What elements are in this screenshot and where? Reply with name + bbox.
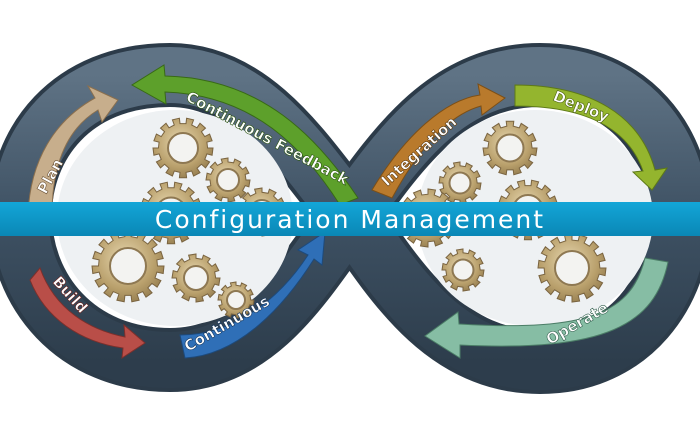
gear-icon bbox=[537, 233, 607, 303]
gear-icon bbox=[441, 248, 485, 292]
gear-icon bbox=[152, 117, 214, 179]
gear-icon bbox=[482, 120, 538, 176]
gear-icon bbox=[438, 161, 482, 205]
gear-icon bbox=[171, 253, 221, 303]
title-banner: Configuration Management bbox=[0, 202, 700, 236]
stage-arrows bbox=[27, 64, 669, 359]
build-arrow bbox=[29, 267, 146, 359]
gear-icon bbox=[205, 157, 251, 203]
deploy-arrow bbox=[514, 84, 669, 191]
gear-icon bbox=[91, 229, 165, 303]
continuous-feedback-arrow bbox=[131, 64, 359, 206]
gear-icon bbox=[217, 281, 255, 319]
operate-arrow bbox=[424, 257, 669, 359]
banner-title: Configuration Management bbox=[155, 205, 545, 234]
continuous-arrow bbox=[179, 231, 326, 359]
plan-arrow bbox=[27, 84, 119, 216]
integration-arrow bbox=[371, 83, 506, 199]
